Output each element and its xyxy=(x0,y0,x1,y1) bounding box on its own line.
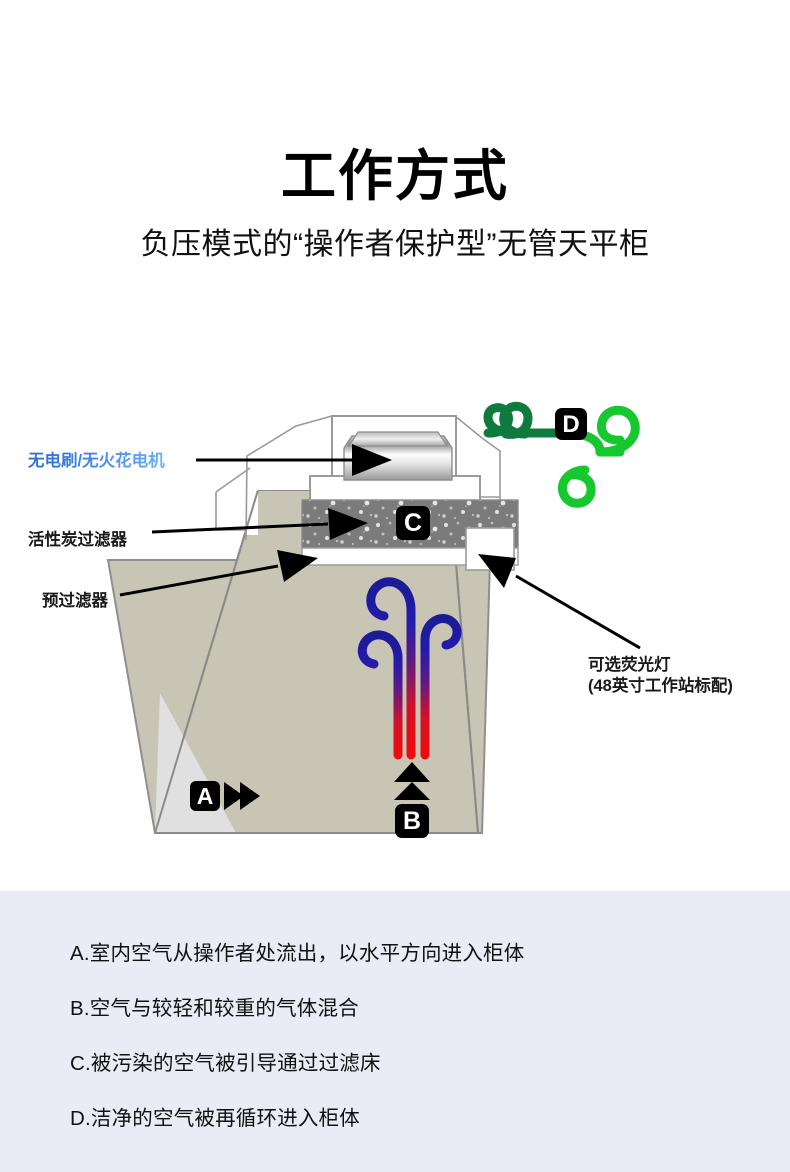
note-item: C.被污染的空气被引导通过过滤床 xyxy=(70,1052,381,1075)
badge-b: B xyxy=(395,804,429,838)
badge-a-label: A xyxy=(197,783,214,809)
leader-line-carbon xyxy=(151,508,368,540)
motor-unit xyxy=(343,431,453,481)
badge-c-label: C xyxy=(404,509,422,537)
note-item: B.空气与较轻和较重的气体混合 xyxy=(70,997,359,1020)
label-carbon-filter: 活性炭过滤器 xyxy=(28,531,127,549)
inlet-arrows xyxy=(224,782,260,810)
inflow-arrows xyxy=(394,762,430,800)
page-title: 工作方式 xyxy=(280,145,509,207)
label-motor: 无电刷/无火花电机 xyxy=(28,452,165,470)
label-lamp-line1: 可选荧光灯 xyxy=(588,656,671,674)
leader-line-prefilter xyxy=(119,550,318,597)
header: 工作方式 负压模式的“操作者保护型”无管天平柜 xyxy=(0,0,790,261)
badge-b-label: B xyxy=(403,807,421,835)
notes-panel: A.室内空气从操作者处流出，以水平方向进入柜体 B.空气与较轻和较重的气体混合 … xyxy=(0,891,790,1172)
inflow-streams xyxy=(357,577,462,760)
badge-a: A xyxy=(190,781,220,811)
note-item: D.洁净的空气被再循环进入柜体 xyxy=(70,1107,360,1130)
badge-d-label: D xyxy=(562,411,579,438)
label-lamp-line2: (48英寸工作站标配) xyxy=(588,676,733,695)
label-fluorescent-lamp: 可选荧光灯 (48英寸工作站标配) xyxy=(588,655,733,696)
workflow-diagram: C B A xyxy=(0,390,790,890)
badge-d: D xyxy=(555,408,587,440)
leader-line-motor xyxy=(196,444,392,476)
leader-line-lamp xyxy=(478,554,641,650)
note-item: A.室内空气从操作者处流出，以水平方向进入柜体 xyxy=(70,942,525,965)
page-subtitle: 负压模式的“操作者保护型”无管天平柜 xyxy=(140,227,650,261)
badge-c: C xyxy=(396,506,430,540)
label-pre-filter: 预过滤器 xyxy=(42,592,108,610)
cabinet-illustration: C B A xyxy=(106,390,680,838)
